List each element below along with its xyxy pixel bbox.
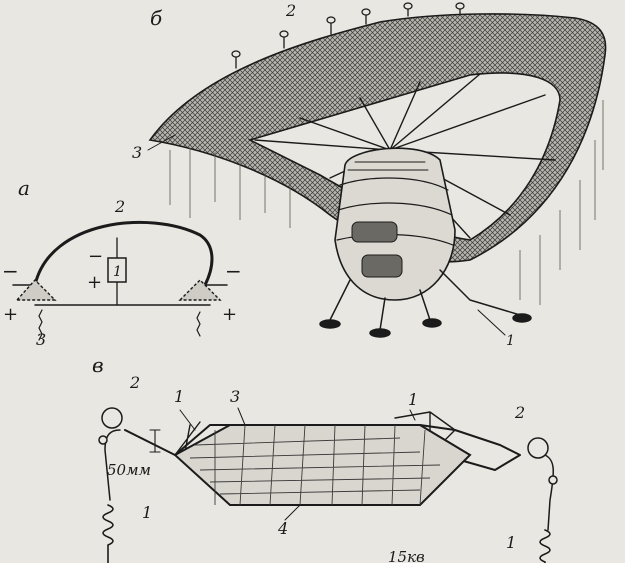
panel-v-model: в 2 1 3 1 2 50мм 1 4 1 15кв [92, 353, 558, 563]
label-a-2: 2 [114, 197, 125, 216]
label-b-2: 2 [285, 1, 296, 20]
label-v-2-left: 2 [129, 373, 140, 392]
label-a-3: 3 [36, 330, 46, 349]
dimension-label: 50мм [107, 461, 151, 479]
landing-legs [319, 269, 532, 338]
spring-right [539, 529, 551, 563]
plus-left: + [3, 304, 18, 325]
emitter-left [15, 278, 57, 301]
panel-v-letter: в [92, 353, 104, 377]
voltage-label: 15кв [388, 548, 425, 563]
arc-conductor [33, 220, 214, 287]
label-v-3: 3 [230, 387, 240, 406]
minus-inner: − [88, 246, 103, 267]
insulators [98, 407, 558, 485]
plus-right: + [222, 304, 237, 325]
label-v-1-top-right: 1 [408, 390, 418, 409]
panel-a-letter: а [18, 176, 30, 200]
wing-posts [231, 2, 465, 69]
mesh-wing [148, 13, 607, 263]
source-label: 1 [113, 264, 122, 280]
mesh-grid [189, 424, 441, 506]
cabin [334, 147, 456, 301]
minus-left: − [2, 259, 19, 283]
label-b-3: 3 [132, 143, 142, 162]
label-b-1: 1 [506, 333, 515, 349]
label-v-1-bottom-right: 1 [506, 533, 516, 552]
spring-left [102, 504, 114, 563]
hanging-wires [169, 100, 604, 305]
hex-mesh [173, 424, 472, 506]
panel-b-hovercraft: б 2 3 1 [132, 1, 607, 349]
label-v-1-bottom-left: 1 [142, 503, 152, 522]
label-v-1-top-left: 1 [174, 387, 184, 406]
emitter-right [178, 279, 222, 301]
panel-b-letter: б [150, 6, 163, 30]
plus-inner: + [87, 272, 102, 293]
panel-a-circuit: 1 а 2 3 − − − + + + [2, 176, 242, 349]
source-box [107, 257, 127, 283]
label-v-4: 4 [277, 519, 288, 538]
label-v-2-right: 2 [514, 403, 525, 422]
minus-right: − [225, 259, 242, 283]
